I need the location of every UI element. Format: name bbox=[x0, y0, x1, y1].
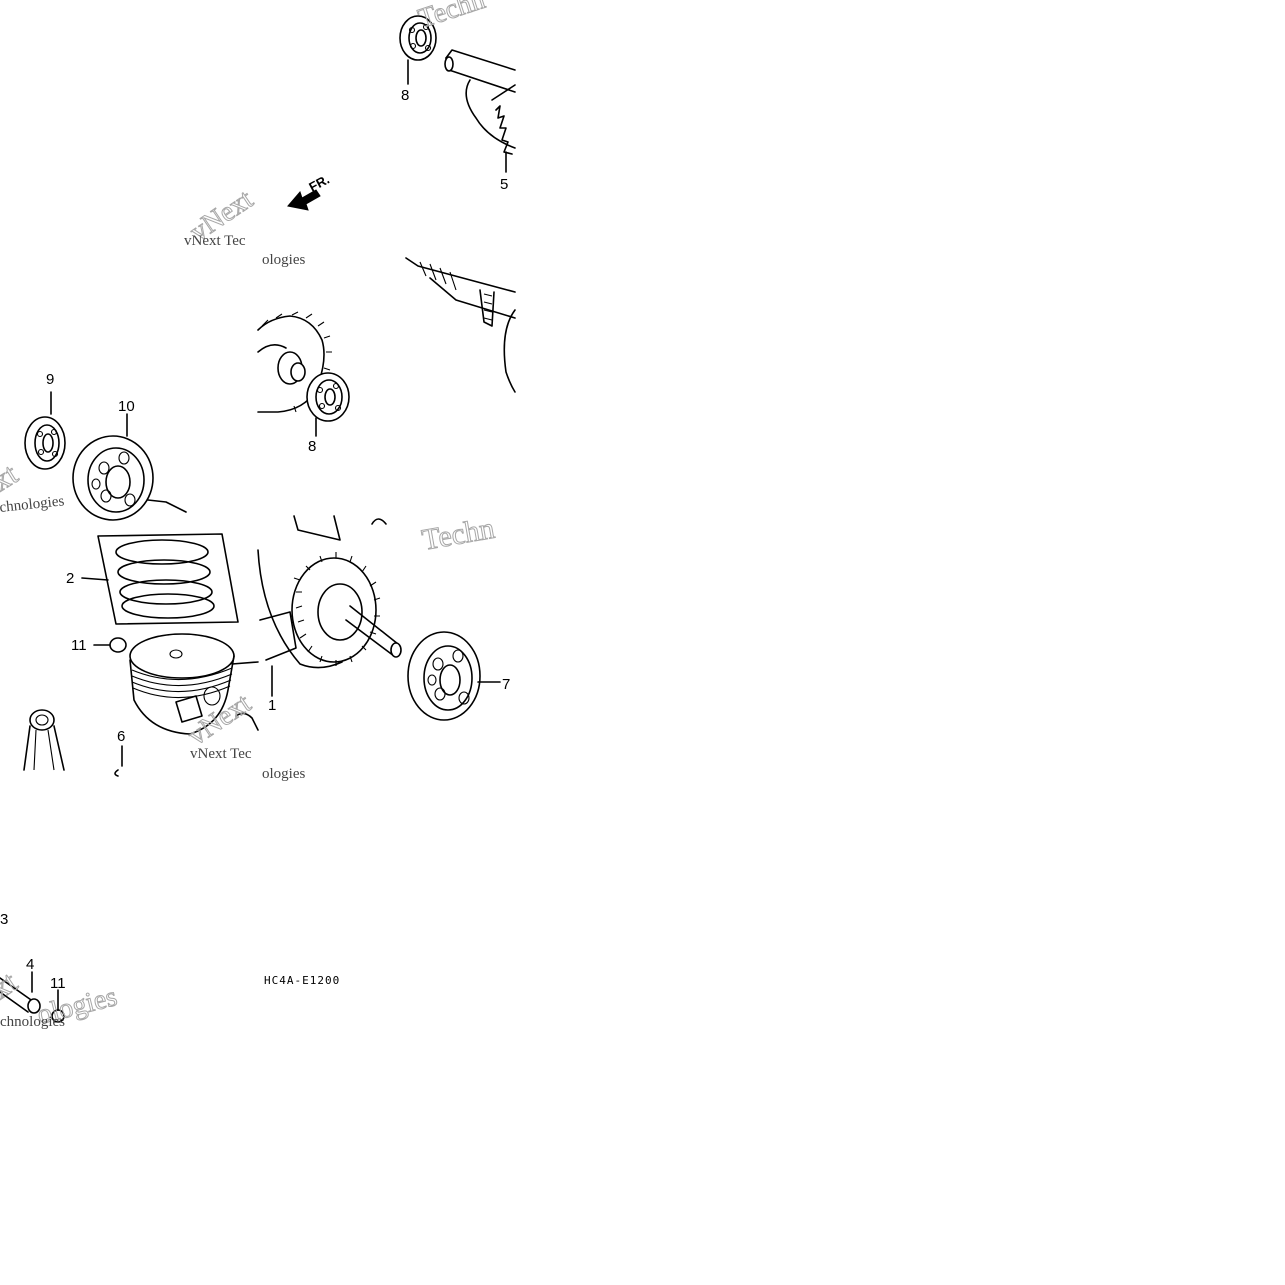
watermark-ologies-1: ologies bbox=[262, 252, 305, 268]
piston-rings-2 bbox=[81, 533, 239, 625]
watermark-ext-2: xt bbox=[0, 965, 24, 1006]
piston bbox=[129, 633, 259, 735]
direction-arrow-front: FR. bbox=[287, 172, 332, 211]
bearing-7 bbox=[407, 631, 501, 721]
callout-2: 2 bbox=[66, 570, 74, 587]
watermark-chnologies-2: chnologies bbox=[0, 1014, 65, 1030]
connecting-rod-6 bbox=[23, 709, 123, 777]
callout-4: 4 bbox=[26, 956, 34, 973]
piston-pin-clip-11 bbox=[93, 637, 127, 653]
watermark-chnologies-1: chnologies bbox=[0, 493, 65, 516]
crankshaft-1 bbox=[257, 515, 402, 697]
crankshaft-end-5 bbox=[444, 49, 516, 155]
watermark-vnext-tec-1: vNext Tec bbox=[184, 233, 246, 249]
shaft-splined bbox=[405, 257, 516, 393]
watermark-ext-1: xt bbox=[0, 457, 24, 498]
watermark-vnext-tec-2: vNext Tec bbox=[190, 746, 252, 762]
shaft-stub bbox=[147, 499, 187, 513]
bearing-8-middle bbox=[306, 372, 350, 437]
piston-pin-4 bbox=[0, 971, 41, 1014]
balancer-gear bbox=[257, 311, 332, 413]
piston-pin bbox=[235, 712, 259, 731]
watermark-techn-top: Techn bbox=[415, 0, 489, 35]
callout-8-middle: 8 bbox=[308, 438, 316, 455]
callout-10: 10 bbox=[118, 398, 135, 415]
callout-9: 9 bbox=[46, 371, 54, 388]
callout-11-lower: 11 bbox=[50, 975, 66, 992]
callout-8-upper: 8 bbox=[401, 87, 409, 104]
bearing-9 bbox=[24, 391, 66, 470]
watermark-ologies-2: ologies bbox=[262, 766, 305, 782]
drawing-code: HC4A-E1200 bbox=[264, 974, 340, 987]
callout-6: 6 bbox=[117, 728, 125, 745]
callout-3: 3 bbox=[0, 911, 8, 928]
direction-label: FR. bbox=[306, 172, 332, 195]
bearing-10 bbox=[72, 413, 154, 521]
watermark-techn-mid: Techn bbox=[419, 512, 496, 557]
callout-11-piston: 11 bbox=[71, 637, 87, 654]
piston-pin-clip-11-lower bbox=[51, 989, 65, 1023]
callout-1: 1 bbox=[268, 697, 276, 714]
callout-5: 5 bbox=[500, 176, 508, 193]
bearing-8-upper bbox=[399, 15, 437, 85]
callout-7: 7 bbox=[502, 676, 510, 693]
